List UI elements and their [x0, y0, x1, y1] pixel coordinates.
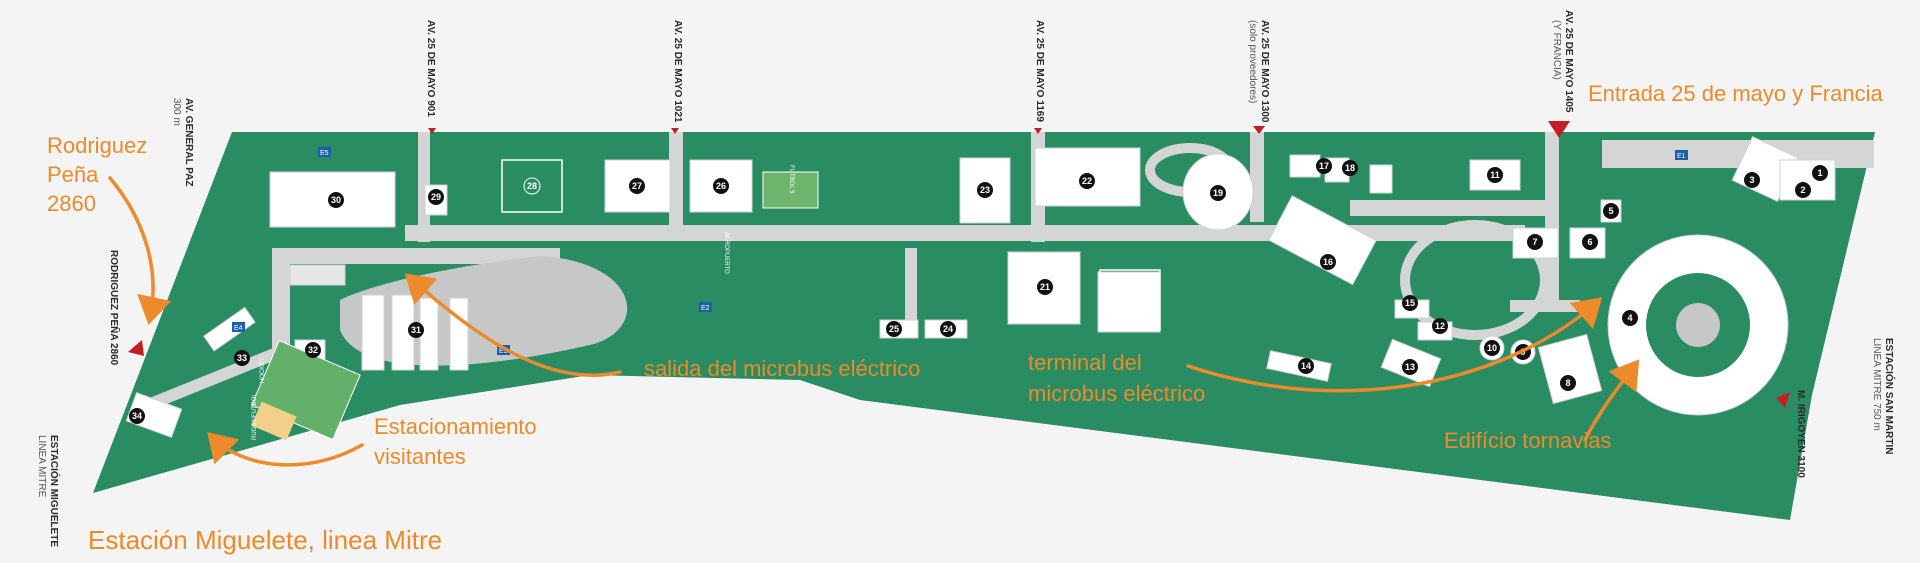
bnum-16: 16 — [1323, 257, 1333, 267]
bnum-10: 10 — [1487, 343, 1497, 353]
bnum-28: 28 — [527, 181, 537, 191]
street-av-1021: AV. 25 DE MAYO 1021 — [672, 20, 683, 123]
bnum-29: 29 — [431, 192, 441, 202]
street-av-1169: AV. 25 DE MAYO 1169 — [1034, 20, 1045, 122]
bnum-7: 7 — [1532, 237, 1537, 247]
annot-rodriguez-3: 2860 — [47, 191, 96, 216]
bnum-22: 22 — [1082, 176, 1092, 186]
bnum-32: 32 — [308, 345, 318, 355]
bnum-4: 4 — [1627, 313, 1632, 323]
street-gral-paz: AV. GENERAL PAZ — [183, 98, 194, 187]
label-futbol: FUTBOL 5 — [788, 165, 794, 194]
gate-e2: E2 — [701, 305, 710, 312]
street-gral-paz-dist: 300 m — [171, 98, 182, 126]
bnum-15: 15 — [1405, 298, 1415, 308]
bnum-24: 24 — [943, 324, 953, 334]
bnum-17: 17 — [1319, 161, 1329, 171]
linea-mitre-left: LINEA MITRE — [36, 435, 47, 498]
linea-mitre-right: LINEA MITRE 750 m — [1871, 338, 1882, 431]
bnum-12: 12 — [1435, 321, 1445, 331]
annot-terminal-1: terminal del — [1028, 350, 1142, 375]
building-numbers: 30 29 28 27 26 23 22 19 17 18 11 16 21 2… — [129, 158, 1828, 424]
bnum-11: 11 — [1490, 170, 1500, 180]
street-av-901: AV. 25 DE MAYO 901 — [425, 20, 436, 117]
station-miguelete: ESTACIÓN MIGUELETE — [48, 435, 61, 547]
gate-e3: E3 — [499, 348, 508, 355]
annot-entrada: Entrada 25 de mayo y Francia — [1588, 81, 1883, 106]
gate-e5: E5 — [320, 150, 329, 157]
annot-edificio: Edifício tornavias — [1444, 428, 1612, 453]
bnum-2: 2 — [1800, 185, 1805, 195]
street-av-1405-sub: (Y FRANCIA) — [1551, 20, 1562, 80]
street-av-1405: AV. 25 DE MAYO 1405 — [1563, 10, 1574, 113]
bnum-30: 30 — [331, 195, 341, 205]
label-rugby: RUGBY/FUTBOL — [252, 393, 258, 440]
bnum-6: 6 — [1587, 237, 1592, 247]
bnum-19: 19 — [1213, 188, 1223, 198]
street-rodriguez: RODRIGUEZ PEÑA 2860 — [108, 250, 121, 366]
station-san-martin: ESTACIÓN SAN MARTIN — [1883, 338, 1896, 454]
label-hockey: HOCKEY — [260, 358, 266, 383]
entrance-markers — [128, 121, 1790, 408]
bnum-33: 33 — [237, 353, 247, 363]
bnum-21: 21 — [1040, 282, 1050, 292]
street-irigoyen: M. IRIGOYEN 3100 — [1795, 390, 1806, 478]
annot-rodriguez-2: Peña — [47, 162, 99, 187]
annot-salida: salida del microbus eléctrico — [644, 356, 920, 381]
bnum-14: 14 — [1301, 361, 1311, 371]
annot-terminal-2: microbus eléctrico — [1028, 381, 1205, 406]
bnum-5: 5 — [1608, 206, 1613, 216]
gate-e4: E4 — [234, 325, 243, 332]
gate-e1: E1 — [1677, 153, 1686, 160]
bnum-26: 26 — [716, 181, 726, 191]
bnum-25: 25 — [889, 324, 899, 334]
annot-miguelete: Estación Miguelete, linea Mitre — [88, 525, 442, 555]
bnum-20: 20 — [1125, 300, 1135, 310]
bnum-3: 3 — [1749, 175, 1754, 185]
bnum-27: 27 — [632, 181, 642, 191]
sport-fields — [251, 159, 1161, 441]
bnum-8: 8 — [1565, 378, 1570, 388]
gate-markers: E5 E2 E3 E4 E1 — [232, 147, 1688, 355]
bnum-23: 23 — [980, 185, 990, 195]
street-av-1300-sub: (solo proveedores) — [1247, 20, 1258, 103]
annot-estac-1: Estacionamiento — [374, 414, 537, 439]
annot-rodriguez-1: Rodriguez — [47, 133, 147, 158]
bnum-34: 34 — [132, 411, 142, 421]
street-av-1300: AV. 25 DE MAYO 1300 — [1259, 20, 1270, 123]
annot-estac-2: visitantes — [374, 444, 466, 469]
bnum-31: 31 — [411, 325, 421, 335]
bnum-13: 13 — [1405, 362, 1415, 372]
label-aeropuerto: AEROPUERTO — [723, 232, 729, 274]
annotation-arrows — [108, 176, 1640, 467]
bnum-1: 1 — [1817, 168, 1822, 178]
bnum-18: 18 — [1345, 163, 1355, 173]
